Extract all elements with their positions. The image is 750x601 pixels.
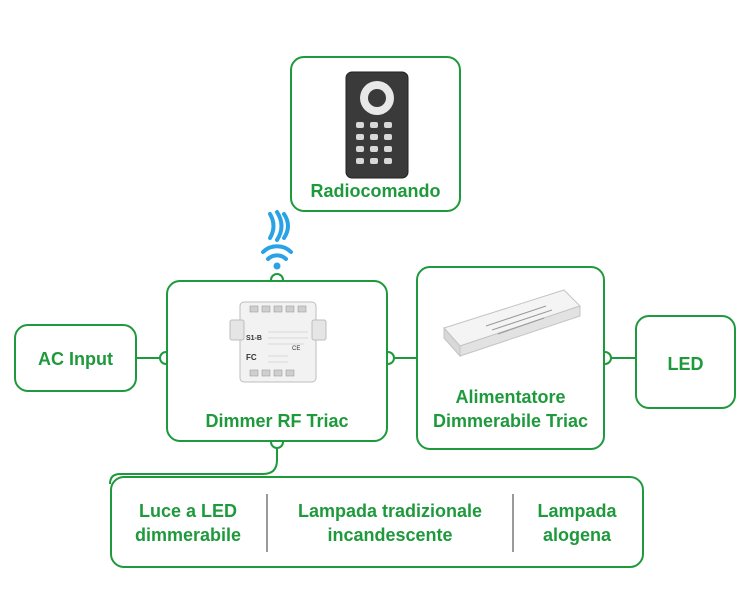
load-incandescent-line1: Lampada tradizionale: [297, 501, 483, 521]
load-divider-1: [266, 494, 268, 552]
load-led-line1: Luce a LED: [138, 501, 238, 521]
dimmer-node: S1-B FC CE Dimmer RF Triac: [166, 280, 388, 442]
remote-label: Radiocomando: [310, 181, 441, 201]
power-supply-image: [443, 289, 581, 358]
connector-dimmer-loads: [109, 442, 278, 485]
ac-input-label: AC Input: [38, 349, 113, 369]
dimmer-label: Dimmer RF Triac: [205, 411, 349, 431]
load-halogen-line1: Lampada: [537, 501, 617, 521]
load-halogen-line2: alogena: [542, 525, 612, 545]
wifi-signal-icon: [261, 244, 293, 270]
power-supply-node: Alimentatore Dimmerabile Triac: [416, 266, 605, 450]
power-supply-line2: Dimmerabile Triac: [432, 411, 589, 431]
load-incandescent-line2: incandescente: [327, 525, 453, 545]
signal-emission-icon: [268, 210, 290, 242]
device-fc-mark: FC: [246, 353, 257, 362]
load-led-line2: dimmerabile: [134, 525, 242, 545]
power-supply-line1: Alimentatore: [455, 387, 566, 407]
device-ce-mark: CE: [292, 346, 300, 352]
device-model-text: S1-B: [246, 335, 262, 342]
ac-input-node: AC Input: [14, 324, 137, 392]
remote-node: Radiocomando: [290, 56, 461, 212]
load-divider-2: [512, 494, 514, 552]
remote-control-image: [345, 71, 409, 179]
led-node: LED: [635, 315, 736, 409]
loads-node: Luce a LED dimmerabile Lampada tradizion…: [110, 476, 644, 568]
led-label: LED: [667, 354, 704, 374]
dimmer-module-image: S1-B FC CE: [229, 301, 327, 383]
